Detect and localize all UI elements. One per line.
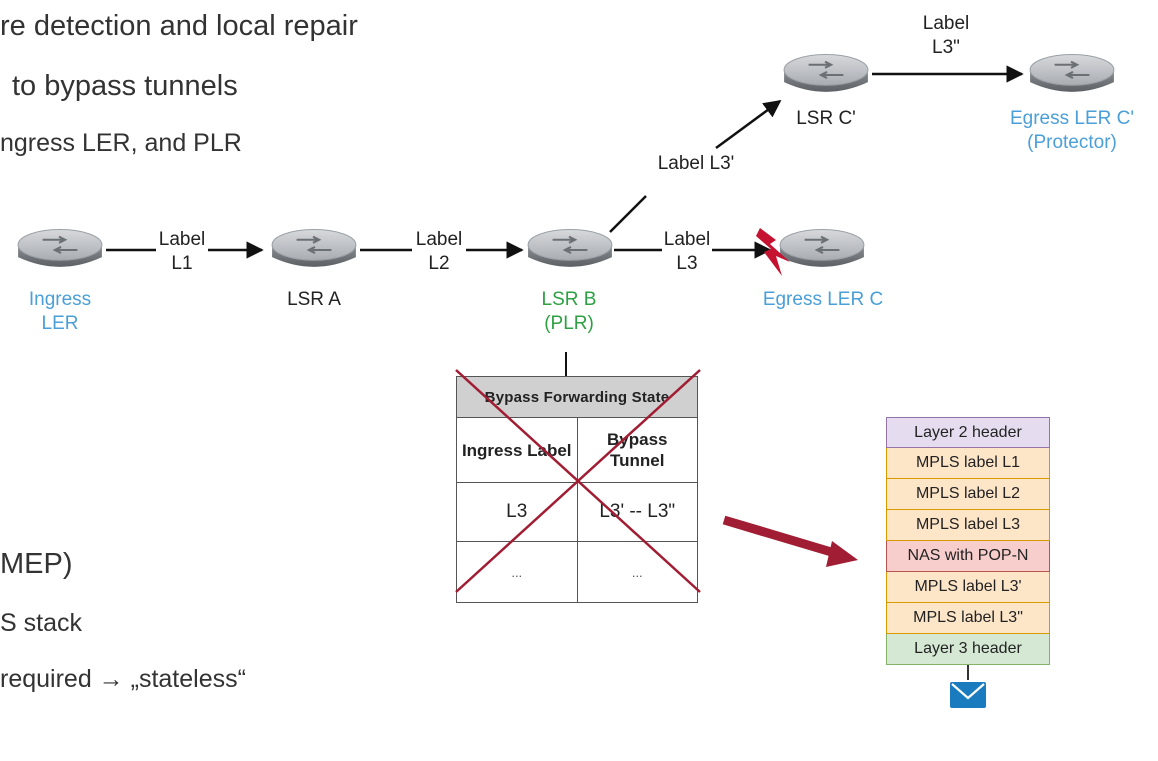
red-arrow [826,541,858,567]
node-label-line: LSR B [541,289,597,310]
packet-label-stack: Layer 2 header MPLS label L1 MPLS label … [886,417,1050,665]
table-row: L3 L3' -- L3" [456,482,698,542]
link-label-l3-prime: Label L3' [646,152,746,176]
link-label-line: L3 [676,253,698,274]
stack-layer-2-header: Layer 2 header [886,417,1050,448]
node-label-line: LSR C' [796,108,856,129]
stack-nas-pop-n: NAS with POP-N [886,541,1050,572]
stack-layer-3-header: Layer 3 header [886,634,1050,665]
node-label-ingress-ler: Ingress LER [20,288,100,336]
node-label-egress-ler-c-prime: Egress LER C' (Protector) [986,107,1158,155]
node-label-line: (Protector) [1027,132,1117,153]
bullet-1: re detection and local repair [0,10,358,42]
lightning-failure-icon [756,228,790,276]
node-label-line: (PLR) [544,313,594,334]
router-icon [1029,53,1115,93]
stack-mpls-label-l1: MPLS label L1 [886,448,1050,479]
link-label-line: L1 [171,253,193,274]
node-label-line: LSR A [287,289,341,310]
table-cell: L3 [456,482,578,542]
link-label-line: Label [663,229,711,250]
link-label-line: Label L3' [657,153,735,174]
bypass-forwarding-state-table: Bypass Forwarding State Ingress Label By… [456,376,698,603]
bullet-3: ngress LER, and PLR [0,129,242,157]
router-icon [527,228,613,268]
stack-mpls-label-l3-double-prime: MPLS label L3" [886,603,1050,634]
link-label-line: Label [922,13,970,34]
router-icon [17,228,103,268]
link-label-line: L2 [428,253,450,274]
link-lsrb-lsrcp-upper [715,99,782,150]
link-label-line: L3" [932,37,960,58]
link-lsrb-lsrcp-lower [609,195,647,233]
router-icon [779,228,865,268]
stack-mpls-label-l3-prime: MPLS label L3' [886,572,1050,603]
bullet-4: MEP) [0,548,73,580]
table-cell: L3' -- L3" [576,482,698,542]
router-icon [783,53,869,93]
link-label-line: Label [158,229,206,250]
node-label-egress-ler-c: Egress LER C [738,288,908,312]
link-label-l3-double-prime: Label L3" [916,12,976,60]
bullet-2: to bypass tunnels [12,70,238,102]
table-cell: ... [456,541,578,603]
node-label-line: Egress LER C [762,289,884,310]
stack-mpls-label-l3: MPLS label L3 [886,510,1050,541]
table-row: ... ... [456,541,698,603]
stack-mpls-label-l2: MPLS label L2 [886,479,1050,510]
link-label-l2: Label L2 [412,228,466,276]
node-label-lsr-c-prime: LSR C' [786,107,866,131]
node-label-lsr-a: LSR A [272,288,356,312]
link-label-l1: Label L1 [156,228,208,276]
link-label-line: Label [415,229,463,250]
node-label-lsr-b: LSR B (PLR) [526,288,612,336]
envelope-icon [950,682,986,708]
node-label-line: Egress LER C' [1009,108,1134,129]
link-label-l3: Label L3 [662,228,712,276]
table-header-bypass-tunnel: Bypass Tunnel [576,417,698,483]
node-label-line: Ingress [28,289,92,310]
table-title: Bypass Forwarding State [456,376,698,418]
table-cell: ... [576,541,698,603]
bullet-6: required → „stateless“ [0,665,246,693]
router-icon [271,228,357,268]
node-label-line: LER [41,313,79,334]
bullet-5: S stack [0,609,82,637]
table-header-ingress-label: Ingress Label [456,417,578,483]
red-arrow-shaft [722,515,840,559]
